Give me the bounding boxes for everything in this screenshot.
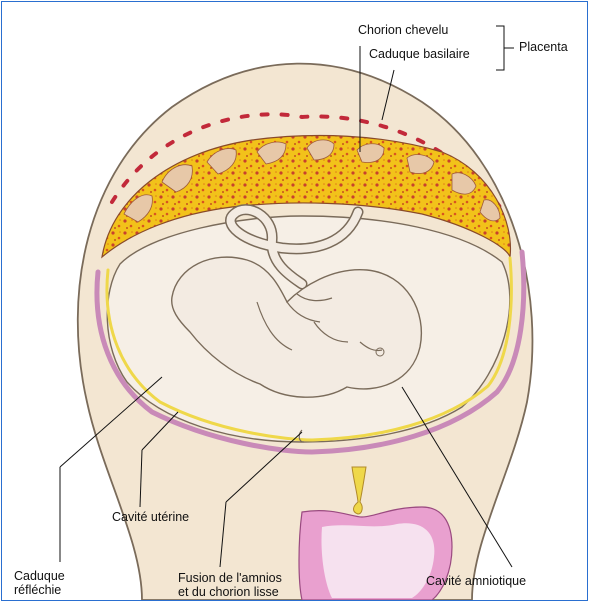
placenta-bracket [496,26,514,70]
label-caduque-reflechie-line2: réfléchie [14,583,61,597]
label-placenta: Placenta [519,40,568,54]
cervix-inner [321,523,434,598]
label-caduque-reflechie-line1: Caduque [14,569,65,583]
label-caduque-basilaire: Caduque basilaire [369,47,470,61]
label-fusion-line1: Fusion de l'amnios [178,571,282,585]
label-cavite-uterine: Cavité utérine [112,510,189,524]
label-fusion-line2: et du chorion lisse [178,585,279,599]
label-chorion-chevelu: Chorion chevelu [358,23,448,37]
label-cavite-amniotique: Cavité amniotique [426,574,526,588]
